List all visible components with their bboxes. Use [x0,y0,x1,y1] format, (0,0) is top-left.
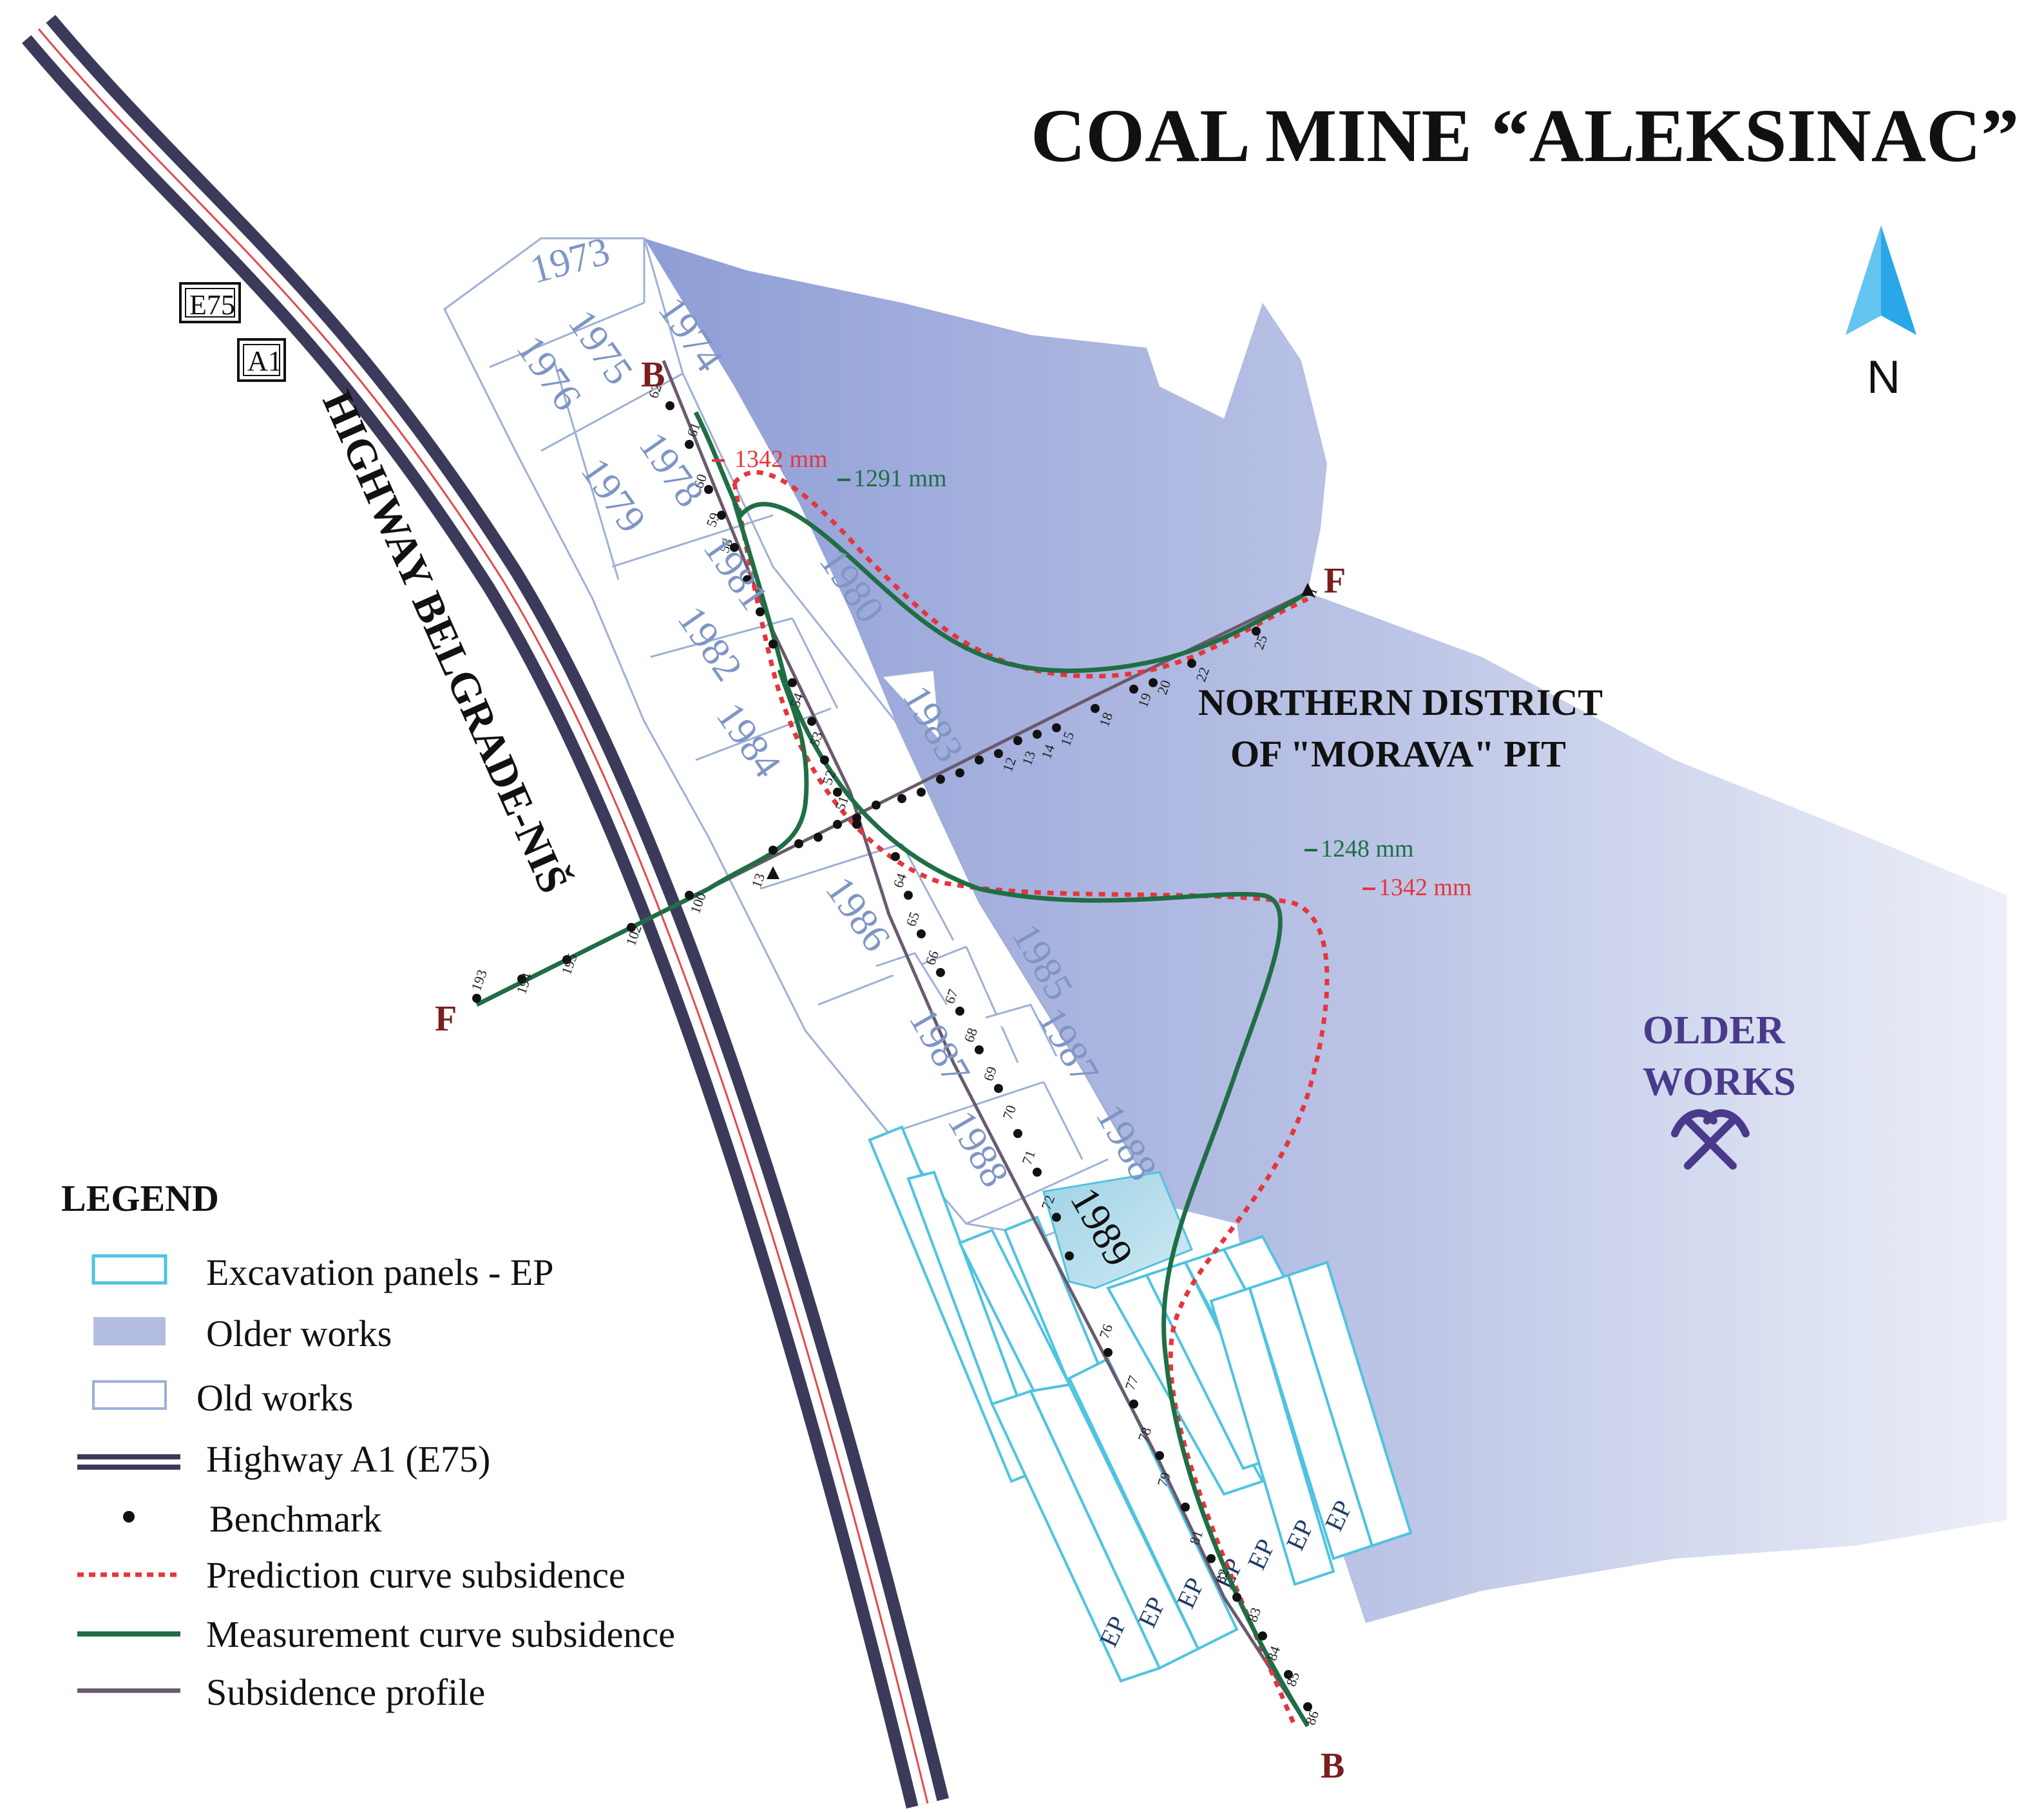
ep-label-5: EP [1241,1534,1281,1573]
badge-e75-text: E75 [189,289,235,321]
map-title: COAL MINE “ALEKSINAC” [1031,93,2019,178]
station-triangle-f [1301,583,1314,596]
district-line-1: NORTHERN DISTRICT [1198,681,1603,723]
legend-title: LEGEND [61,1177,219,1219]
marker-b-bottom: B [1321,1746,1344,1786]
bm-b-77: 77 [1122,1373,1141,1392]
legend: LEGEND Excavation panels - EP Older work… [61,1177,675,1713]
legend-label-measurement: Measurement curve subsidence [206,1613,675,1655]
value-f-measurement: 1248 mm [1321,835,1414,862]
bm-f-102: 102 [622,922,645,948]
bm-f-193: 193 [468,967,490,993]
legend-swatch-highway [77,1454,180,1470]
benchmarks-b [665,401,1312,1711]
north-arrow-icon [1846,225,1916,335]
legend-label-older-works: Older works [206,1313,392,1354]
highway-badge-e75: E75 [179,282,241,323]
legend-label-excavation: Excavation panels - EP [206,1251,554,1293]
measurement-curves [475,411,1310,1727]
marker-b-top: B [641,355,665,395]
older-works-line-2: WORKS [1643,1060,1796,1104]
district-line-2: OF "MORAVA" PIT [1230,733,1566,775]
value-b-measurement: 1291 mm [854,465,947,492]
older-works-line-1: OLDER [1643,1009,1786,1052]
value-f-prediction: 1342 mm [1379,874,1472,901]
north-label: N [1867,352,1900,403]
legend-label-prediction: Prediction curve subsidence [206,1554,626,1596]
legend-swatch-old-works [92,1380,167,1410]
highway-badge-a1: A1 [237,338,286,382]
pickaxe-hammer-icon [1671,1109,1750,1170]
older-works-area [644,238,2007,1623]
bm-b-76: 76 [1096,1322,1116,1340]
legend-label-benchmark: Benchmark [209,1498,381,1540]
prediction-curves [732,470,1330,1727]
legend-swatch-older-works [93,1317,166,1345]
panel-1989 [1042,1171,1193,1289]
legend-label-profile: Subsidence profile [206,1671,485,1713]
highway-a1 [21,15,950,1809]
value-b-prediction: 1342 mm [734,446,828,473]
badge-a1-text: A1 [247,345,282,377]
legend-label-highway: Highway A1 (E75) [206,1438,490,1480]
marker-f-left: F [435,999,457,1039]
legend-swatch-excavation [91,1254,167,1285]
legend-swatch-benchmark [123,1511,135,1523]
benchmarks-f [472,627,1261,1003]
bm-f-194: 194 [513,971,535,996]
marker-f-right: F [1324,561,1346,601]
legend-label-old-works: Old works [196,1377,353,1419]
excavation-panels [868,1125,1413,1683]
station-triangle-13 [767,866,779,879]
